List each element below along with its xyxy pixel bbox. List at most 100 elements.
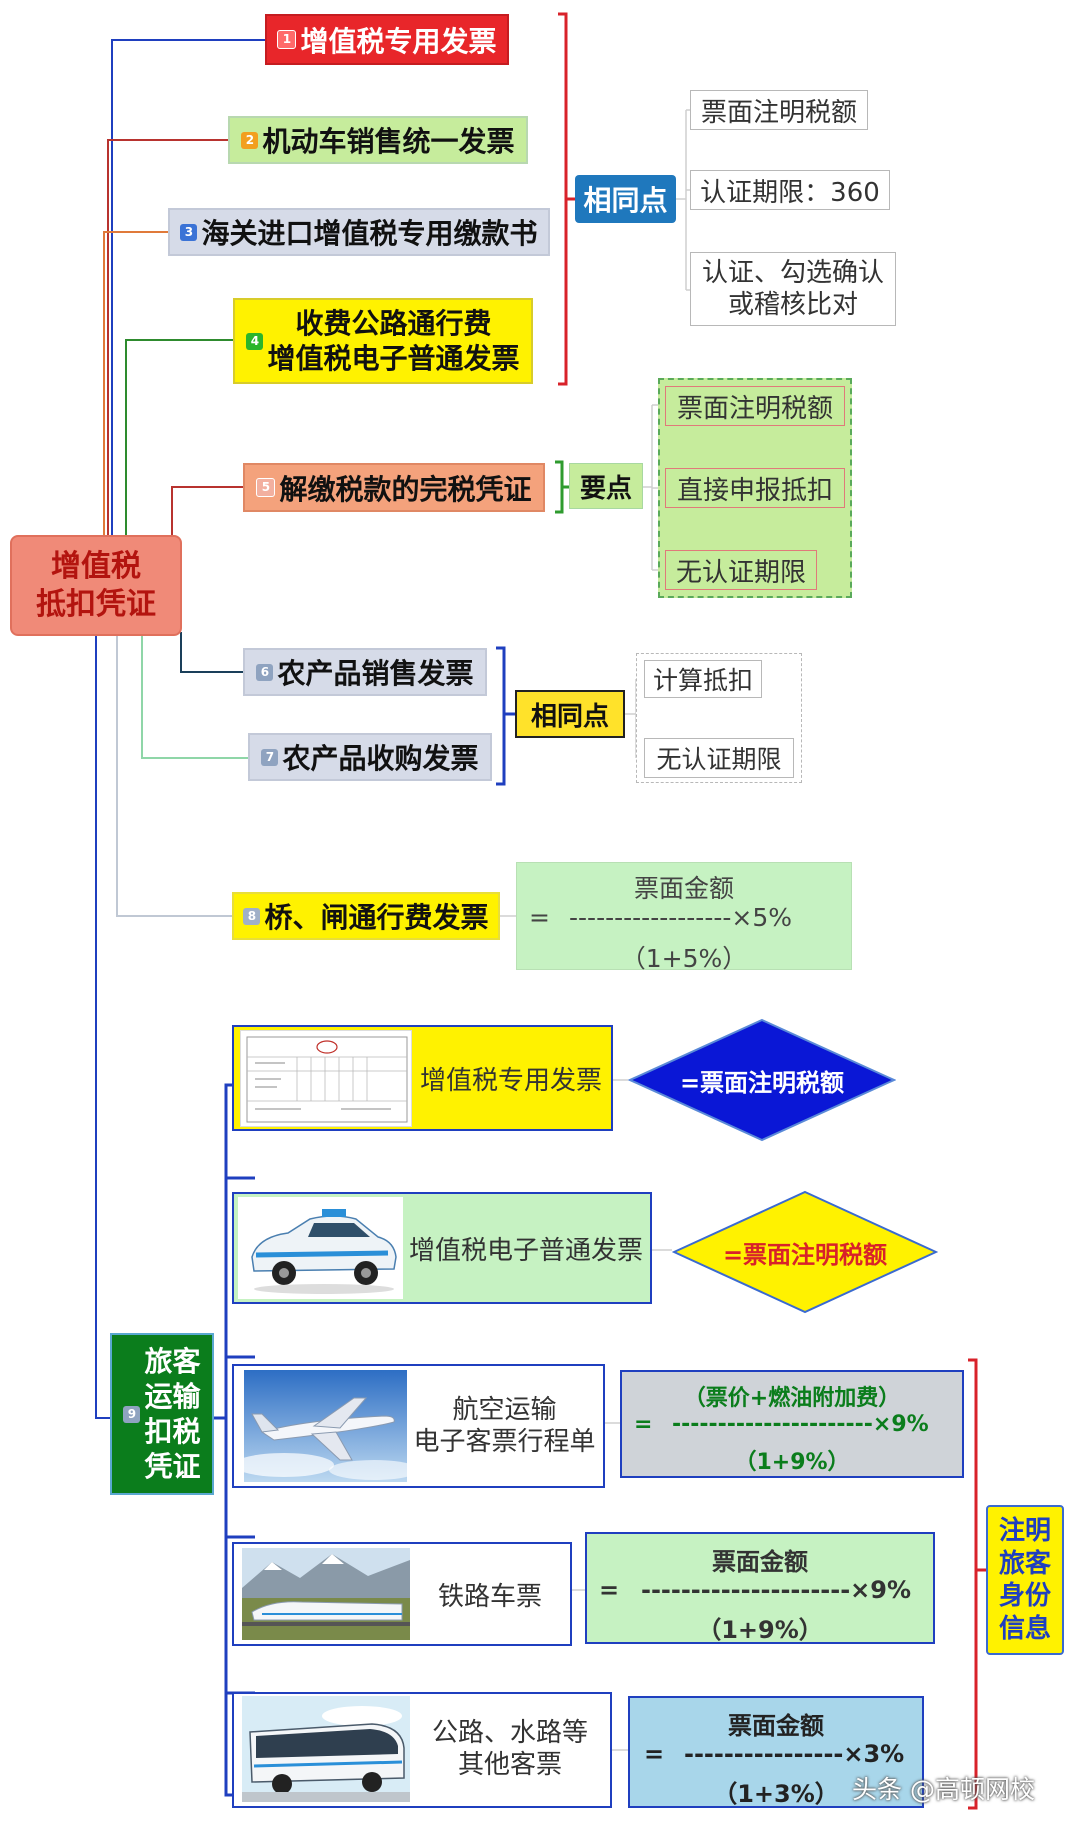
bracket-passenger	[224, 1083, 236, 1797]
row3-eq: =	[634, 1412, 653, 1437]
item-6: 6 农产品销售发票	[243, 648, 487, 696]
number-badge: 9	[123, 1405, 141, 1423]
taxi-image	[238, 1197, 403, 1299]
group3-point-2: 无认证期限	[644, 738, 794, 778]
row1-label: 增值税专用发票	[419, 1066, 602, 1096]
group1-point-3-line1: 认证、勾选确认	[701, 257, 884, 288]
bracket-group1	[558, 12, 568, 386]
root-node: 增值税 抵扣凭证	[10, 535, 182, 636]
formula-item8: 票面金额 = ------------------×5% （1+5%）	[516, 862, 852, 973]
item-8: 8 桥、闸通行费发票	[232, 892, 500, 940]
row4-numerator: 票面金额	[712, 1548, 808, 1576]
row5-eq: =	[644, 1740, 665, 1768]
row4-label: 铁路车票	[437, 1581, 542, 1612]
row5-formula: 票面金额 = ----------------×3% （1+3%）	[628, 1696, 924, 1808]
number-badge: 1	[277, 30, 297, 49]
group2-point-2: 直接申报抵扣	[665, 468, 845, 508]
row3-bar: ----------------------×9%	[672, 1412, 929, 1437]
row3-formula: （票价+燃油附加费） = ----------------------×9% （…	[620, 1370, 964, 1478]
group1-label: 相同点	[575, 175, 676, 223]
item-9-text: 旅客 运输 扣税 凭证	[144, 1344, 200, 1484]
note-line3: 身份	[998, 1581, 1051, 1611]
connector-item2	[107, 139, 228, 535]
note-line2: 旅客	[998, 1548, 1051, 1579]
connector-item8	[116, 632, 232, 917]
row5-bar: ----------------×3%	[684, 1740, 905, 1768]
number-badge: 2	[241, 131, 259, 149]
group2-label: 要点	[569, 463, 643, 509]
watermark: 头条 @高顿网校	[852, 1775, 1035, 1804]
formula-item8-eq: =	[529, 903, 550, 932]
bus-image	[242, 1696, 410, 1802]
item-4-line2: 增值税电子普通发票	[267, 342, 520, 375]
row3-numerator: （票价+燃油附加费）	[683, 1386, 901, 1411]
root-line1: 增值税	[51, 549, 141, 584]
item-7: 7 农产品收购发票	[248, 733, 492, 781]
group1-point-2: 认证期限：360	[690, 170, 890, 210]
note-line1: 注明	[998, 1516, 1051, 1546]
group1-point-3-line2: 或稽核比对	[727, 290, 858, 320]
row1-result-diamond: =票面注明税额	[627, 1018, 897, 1142]
number-badge: 7	[261, 748, 279, 766]
item-7-label: 农产品收购发票	[282, 742, 479, 775]
train-image	[242, 1548, 410, 1640]
formula-item8-denominator: （1+5%）	[620, 944, 748, 973]
bracket-group2	[555, 460, 564, 514]
passenger-note: 注明 旅客 身份 信息	[986, 1505, 1064, 1655]
item-3: 3 海关进口增值税专用缴款书	[168, 208, 550, 256]
connector-item9	[95, 632, 110, 1419]
connector-item1	[111, 39, 265, 535]
row3-denominator: （1+9%）	[734, 1450, 850, 1475]
item-1: 1 增值税专用发票	[265, 14, 509, 65]
row2-result: =票面注明税额	[722, 1240, 888, 1269]
connector-item7	[141, 632, 248, 759]
item-9-line2: 运输	[144, 1380, 201, 1413]
note-line4: 信息	[998, 1613, 1051, 1644]
group3-point-1: 计算抵扣	[644, 660, 762, 698]
number-badge: 5	[256, 478, 276, 497]
connector-item5	[171, 486, 243, 535]
row5-line1: 公路、水路等	[431, 1717, 588, 1748]
row3-line2: 电子客票行程单	[413, 1427, 596, 1457]
number-badge: 3	[180, 223, 198, 241]
item-3-label: 海关进口增值税专用缴款书	[201, 217, 538, 250]
row5-numerator: 票面金额	[728, 1712, 824, 1740]
item-5: 5 解缴税款的完税凭证	[243, 463, 545, 512]
item-4: 4 收费公路通行费 增值税电子普通发票	[233, 298, 533, 384]
group2-point-1: 票面注明税额	[665, 386, 845, 426]
row5-line2: 其他客票	[457, 1750, 562, 1780]
airplane-image	[244, 1370, 407, 1482]
row5-label: 公路、水路等 其他客票	[410, 1696, 610, 1802]
connector-item4	[125, 339, 235, 535]
row4-eq: =	[599, 1576, 620, 1604]
item-5-label: 解缴税款的完税凭证	[279, 472, 532, 506]
number-badge: 8	[243, 907, 261, 925]
row3-line1: 航空运输	[452, 1394, 557, 1425]
row4-bar: ---------------------×9%	[641, 1576, 912, 1604]
group3-label: 相同点	[515, 690, 625, 738]
connector-item6	[180, 632, 243, 673]
row5-denominator: （1+3%）	[713, 1780, 839, 1808]
item-4-text: 收费公路通行费 增值税电子普通发票	[267, 306, 519, 376]
number-badge: 6	[256, 663, 274, 681]
root-line2: 抵扣凭证	[36, 586, 156, 622]
item-2: 2 机动车销售统一发票	[228, 116, 528, 164]
row2-label: 增值税电子普通发票	[408, 1235, 643, 1266]
formula-item8-bar: ------------------×5%	[569, 903, 792, 932]
item-6-label: 农产品销售发票	[277, 657, 474, 690]
number-badge: 4	[246, 332, 264, 350]
item-9-line3: 扣税	[144, 1415, 201, 1448]
invoice-image	[240, 1030, 412, 1127]
row4-formula: 票面金额 = ---------------------×9% （1+9%）	[585, 1532, 935, 1644]
item-8-label: 桥、闸通行费发票	[264, 901, 489, 934]
item-4-line1: 收费公路通行费	[295, 307, 492, 340]
row3-label: 航空运输 电子客票行程单	[407, 1370, 602, 1482]
item-1-label: 增值税专用发票	[300, 24, 497, 58]
item-2-label: 机动车销售统一发票	[262, 125, 515, 158]
row1-result: =票面注明税额	[679, 1068, 845, 1097]
connector-item3	[103, 231, 168, 535]
item-9-line1: 旅客	[144, 1345, 201, 1378]
item-9-passenger: 9 旅客 运输 扣税 凭证	[110, 1333, 214, 1495]
group2-point-3: 无认证期限	[665, 550, 817, 590]
